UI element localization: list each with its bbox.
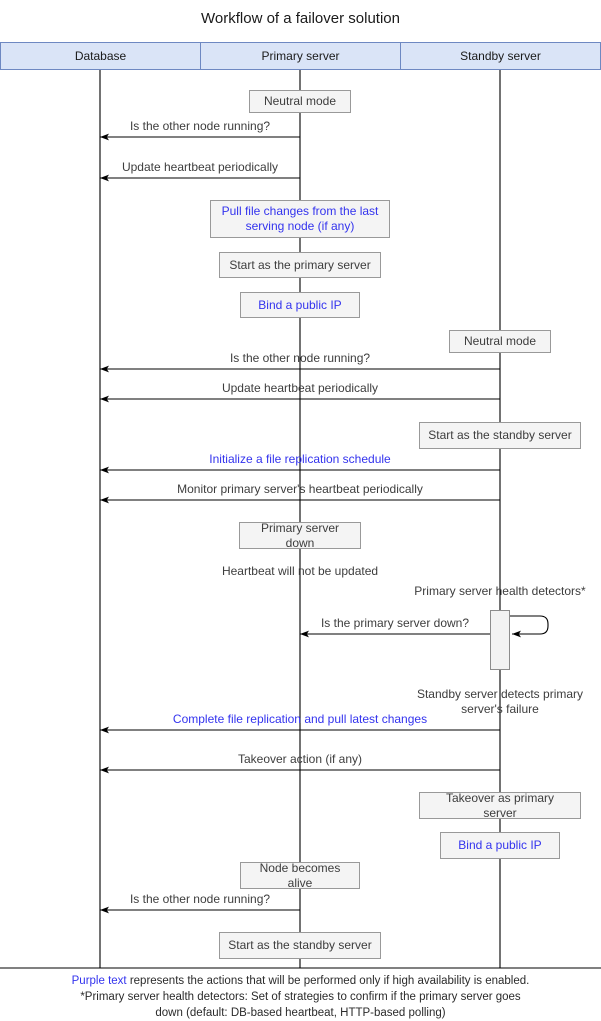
label-heartbeat-not-updated: Heartbeat will not be updated bbox=[221, 564, 379, 578]
label-health-detectors: Primary server health detectors* bbox=[414, 584, 586, 598]
note-bind-public-ip-primary[interactable]: Bind a public IP bbox=[240, 292, 360, 318]
note-neutral-mode-standby[interactable]: Neutral mode bbox=[449, 330, 551, 353]
participant-standby-server[interactable]: Standby server bbox=[400, 42, 601, 70]
note-node-becomes-alive[interactable]: Node becomes alive bbox=[240, 861, 360, 890]
msg-is-other-node-running-2-label: Is the other node running? bbox=[229, 351, 371, 365]
msg-complete-replication-label: Complete file replication and pull lates… bbox=[172, 712, 428, 726]
msg-is-primary-server-down-label: Is the primary server down? bbox=[320, 616, 470, 630]
footer-accent-text: Purple text bbox=[71, 975, 127, 987]
footer-line-1-rest: represents the actions that will be perf… bbox=[126, 975, 530, 987]
participant-primary-server[interactable]: Primary server bbox=[200, 42, 400, 70]
note-start-primary[interactable]: Start as the primary server bbox=[219, 252, 381, 278]
footer-line-1: Purple text represents the actions that … bbox=[0, 973, 601, 989]
note-bind-public-ip-standby[interactable]: Bind a public IP bbox=[440, 832, 560, 859]
participant-database[interactable]: Database bbox=[0, 42, 200, 70]
footer-legend: Purple text represents the actions that … bbox=[0, 973, 601, 1021]
note-start-standby-2[interactable]: Start as the standby server bbox=[219, 932, 381, 959]
label-standby-detects-failure: Standby server detects primary server's … bbox=[416, 687, 584, 716]
note-primary-server-down[interactable]: Primary server down bbox=[239, 521, 361, 550]
footer-line-3: down (default: DB-based heartbeat, HTTP-… bbox=[155, 1007, 446, 1019]
msg-initialize-replication-label: Initialize a file replication schedule bbox=[209, 452, 391, 466]
footer-line-2: *Primary server health detectors: Set of… bbox=[80, 991, 521, 1003]
note-pull-file-changes[interactable]: Pull file changes from the last serving … bbox=[210, 200, 390, 238]
standby-activation-bar bbox=[490, 610, 510, 670]
note-takeover-as-primary[interactable]: Takeover as primary server bbox=[419, 791, 581, 820]
msg-is-other-node-running-1-label: Is the other node running? bbox=[129, 119, 271, 133]
msg-update-heartbeat-2-label: Update heartbeat periodically bbox=[221, 381, 379, 395]
msg-is-other-node-running-3-label: Is the other node running? bbox=[129, 892, 271, 906]
msg-update-heartbeat-1-label: Update heartbeat periodically bbox=[121, 160, 279, 174]
msg-monitor-heartbeat-label: Monitor primary server's heartbeat perio… bbox=[177, 482, 423, 496]
note-neutral-mode-primary[interactable]: Neutral mode bbox=[249, 90, 351, 113]
msg-takeover-action-label: Takeover action (if any) bbox=[237, 752, 363, 766]
note-start-standby[interactable]: Start as the standby server bbox=[419, 422, 581, 449]
page-title: Workflow of a failover solution bbox=[201, 10, 400, 27]
